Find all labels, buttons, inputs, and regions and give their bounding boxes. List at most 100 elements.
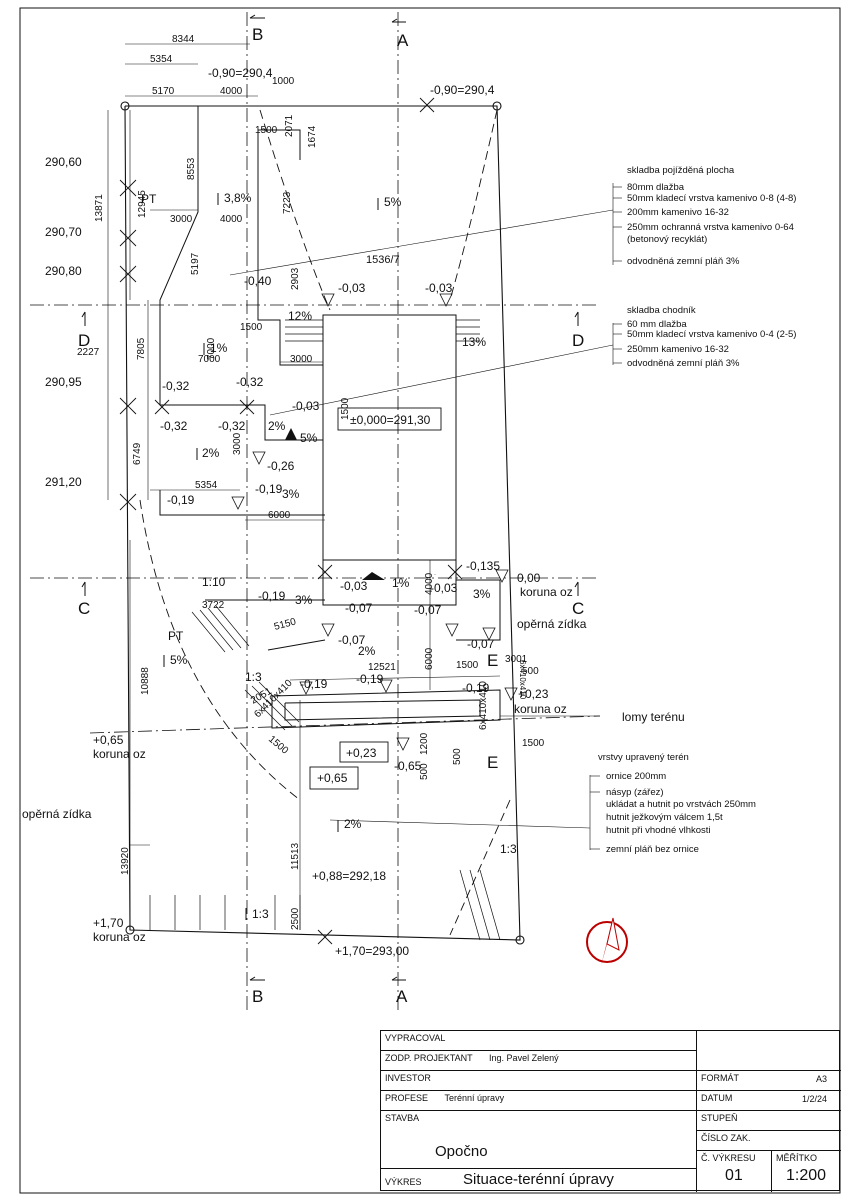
- dimension-lines: [107, 43, 501, 930]
- note-line: 200mm kamenivo 16-32: [627, 207, 729, 218]
- section-label-c-left: C: [78, 599, 90, 618]
- slope-text: 1%: [392, 576, 410, 590]
- slope-text: 1:3: [500, 842, 517, 856]
- tb-row-vykres: VÝKRES Situace-terénní úpravy: [381, 1169, 697, 1192]
- slope-text: 3%: [295, 593, 313, 607]
- note-line: zemní pláň bez ornice: [606, 844, 699, 855]
- level-text: +0,88=292,18: [312, 869, 386, 883]
- slope-text: 5%: [170, 653, 188, 667]
- slope-text: 2%: [344, 817, 362, 831]
- level-text: +0,65: [317, 771, 348, 785]
- level-text: +0,23: [346, 746, 377, 760]
- label-pt: PT: [168, 629, 184, 643]
- level-text: 290,70: [45, 225, 82, 239]
- section-markers: [81, 14, 579, 981]
- tb-row-profese: PROFESE Terénní úpravy: [381, 1091, 697, 1111]
- leader-lines: [130, 183, 614, 850]
- dim-text: 7000: [206, 337, 217, 360]
- dim-text: 5170: [152, 86, 175, 97]
- section-label-a-top: A: [397, 31, 409, 50]
- slope-text: 13%: [462, 335, 486, 349]
- north-arrow-icon: [586, 917, 628, 966]
- label-terrain-break: lomy terénu: [622, 710, 685, 724]
- note-line: hutnit ježkovým válcem 1,5t: [606, 812, 723, 823]
- note-ticks: [590, 186, 622, 850]
- tb-label: MĚŘÍTKO: [776, 1153, 818, 1163]
- tb-value: A3: [815, 1074, 827, 1084]
- dim-text: 7223: [282, 191, 293, 214]
- section-label-d-right: D: [572, 331, 584, 350]
- tb-label: INVESTOR: [385, 1073, 431, 1083]
- dim-text: 1500: [240, 322, 263, 333]
- title-block: VYPRACOVAL ZODP. PROJEKTANT Ing. Pavel Z…: [380, 1030, 841, 1192]
- slope-arrows: [163, 193, 379, 920]
- dim-text: 500: [419, 763, 430, 780]
- tb-row-vypracoval: VYPRACOVAL: [381, 1031, 697, 1051]
- slope-text: 2%: [358, 644, 376, 658]
- tb-label: PROFESE: [385, 1093, 429, 1103]
- label-retaining-wall: opěrná zídka: [517, 617, 587, 631]
- dim-text: 1500: [266, 734, 290, 757]
- dim-text: 4000: [220, 214, 243, 225]
- dim-text: 3000: [170, 214, 193, 225]
- dim-text: 2500: [290, 907, 301, 930]
- tb-value: Ing. Pavel Zelený: [489, 1053, 559, 1063]
- dim-text: 5150: [273, 616, 298, 632]
- level-text: koruna oz: [93, 747, 146, 761]
- note-line: ornice 200mm: [606, 771, 666, 782]
- tb-label: DATUM: [701, 1093, 733, 1103]
- level-text: ±0,000=291,30: [350, 413, 431, 427]
- slope-text: 1:3: [252, 907, 269, 921]
- level-boxes: [309, 407, 442, 790]
- section-lines: [30, 12, 601, 1010]
- dim-text: 12945: [137, 190, 148, 218]
- label-parcel: 1536/7: [366, 254, 400, 266]
- dim-text: 4000: [220, 86, 243, 97]
- filled-markers: [285, 428, 385, 580]
- level-text: 290,60: [45, 155, 82, 169]
- tb-label: VYPRACOVAL: [385, 1033, 446, 1043]
- tb-value: Opočno: [435, 1143, 488, 1160]
- terrain-break-lines: [139, 109, 511, 936]
- dim-text: 6x410x410: [518, 660, 527, 700]
- dim-text: 8553: [186, 157, 197, 180]
- dim-text: 6000: [268, 510, 291, 521]
- slope-text: 5%: [384, 195, 402, 209]
- dim-text: 4000: [424, 572, 435, 595]
- level-text: -0,03: [430, 581, 458, 595]
- note-line: (betonový recyklát): [627, 234, 707, 245]
- tb-value: 1:200: [786, 1167, 827, 1184]
- level-text: koruna oz: [93, 930, 146, 944]
- note-heading: vrstvy upravený terén: [598, 752, 689, 763]
- note-line: odvodněná zemní pláň 3%: [627, 256, 740, 267]
- section-label-b-bottom: B: [252, 987, 263, 1006]
- tb-blank: [697, 1031, 841, 1071]
- level-text: 0,00: [517, 571, 541, 585]
- tb-row-c-vykresu: Č. VÝKRESU 01: [697, 1151, 772, 1192]
- dim-text-hidden: 1500: [434, 574, 437, 576]
- level-text: -0,19: [167, 493, 195, 507]
- dim-text: 2071: [284, 114, 295, 137]
- dim-text: 1500: [340, 397, 351, 420]
- level-text: -0,40: [244, 274, 272, 288]
- level-text: 290,95: [45, 375, 82, 389]
- note-line: hutnit při vhodné vlhkosti: [606, 825, 711, 836]
- level-text: -0,03: [340, 579, 368, 593]
- dim-text: 5354: [150, 54, 173, 65]
- section-label-e-top: E: [487, 651, 498, 670]
- level-text: 291,20: [45, 475, 82, 489]
- dim-text: 1000: [272, 76, 295, 87]
- dim-text: 13920: [120, 847, 131, 875]
- tb-row-cislo-zak: ČÍSLO ZAK.: [697, 1131, 841, 1151]
- dim-text: 3722: [202, 600, 225, 611]
- dim-text: 1200: [419, 732, 430, 755]
- level-text: -0,26: [267, 459, 295, 473]
- tb-label: STAVBA: [385, 1113, 420, 1123]
- note-line: 250mm ochranná vrstva kamenivo 0-64: [627, 222, 794, 233]
- slope-text: 1%: [210, 341, 228, 355]
- level-text: -0,135: [466, 559, 500, 573]
- level-text: -0,03: [425, 281, 453, 295]
- note-line: ukládat a hutnit po vrstvách 250mm: [606, 799, 756, 810]
- dim-text: 7000: [198, 354, 221, 365]
- tb-value: Terénní úpravy: [444, 1093, 505, 1103]
